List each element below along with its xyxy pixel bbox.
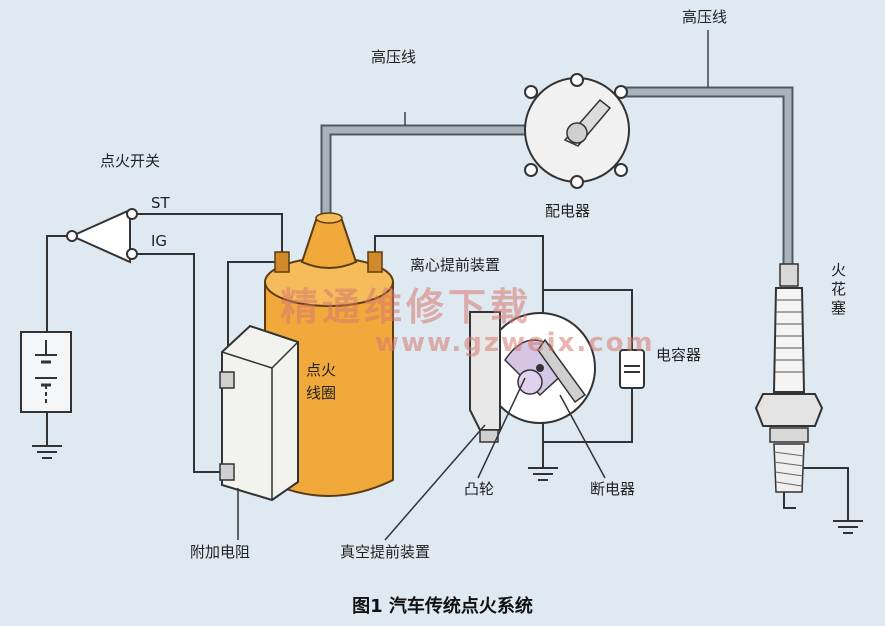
capacitor [619,349,645,389]
battery [20,331,72,413]
label-breaker: 断电器 [590,480,636,498]
leader-lines [237,377,606,541]
label-hv-wire-left: 高压线 [371,48,417,66]
watermark-url: www.gzweix.com [375,328,655,358]
label-vacuum-advance: 真空提前装置 [340,543,431,561]
low-voltage-wiring [46,213,849,520]
label-coil-line2: 线圈 [306,384,337,402]
label-cam: 凸轮 [464,480,495,498]
watermark-site-name: 精通维修下载 [280,285,533,329]
label-st: ST [151,194,170,212]
label-ig: IG [151,232,168,250]
hv-wire-coil-to-distributor [320,124,575,215]
label-capacitor: 电容器 [656,346,702,364]
figure-caption: 图1 汽车传统点火系统 [352,596,533,617]
label-hv-wire-right: 高压线 [682,8,728,26]
label-ignition-switch: 点火开关 [100,152,161,170]
ground-symbols [32,445,863,534]
hv-wire-distributor-to-plug [622,86,794,265]
label-ballast-resistor: 附加电阻 [190,543,251,561]
distributor-cap [524,73,630,189]
label-centrifugal-advance: 离心提前装置 [410,256,501,274]
breaker-assembly [469,311,596,443]
label-distributor: 配电器 [545,202,591,220]
spark-plug [754,263,824,509]
ballast-resistor [219,324,299,502]
label-coil-line1: 点火 [306,361,337,379]
label-spark-plug: 火花塞 [829,262,847,319]
ignition-switch-symbol [66,208,138,264]
